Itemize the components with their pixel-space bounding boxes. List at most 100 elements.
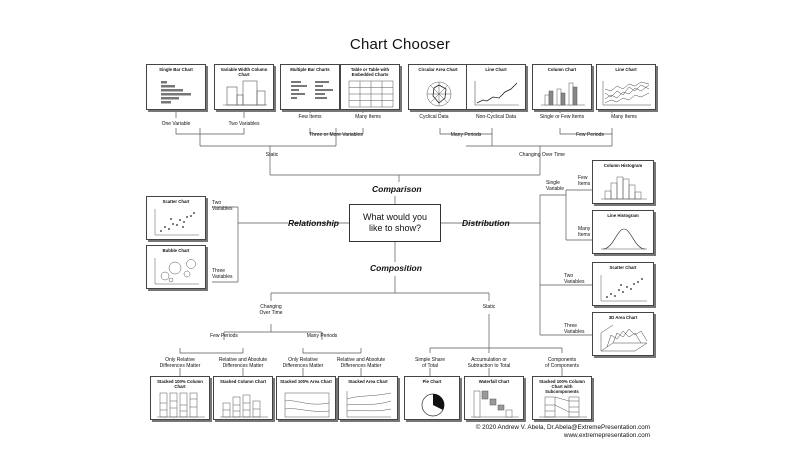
card-multiple-bar-charts: Multiple Bar Charts — [280, 64, 340, 110]
label-static-composition: Static — [482, 304, 496, 310]
card-title: Line Chart — [615, 67, 637, 72]
label-single-variable: Single Variable — [546, 180, 564, 192]
card-title: Stacked Column Chart — [219, 379, 267, 384]
pie-thumbnail — [421, 393, 445, 417]
card-title: Bubble Chart — [162, 248, 190, 253]
card-stacked-area-chart: Stacked Area Chart — [338, 376, 398, 420]
single-bar-thumbnail — [161, 81, 191, 104]
category-composition: Composition — [370, 263, 422, 273]
card-scatter-chart-relationship: Scatter Chart — [146, 196, 206, 240]
card-waterfall-chart: Waterfall Chart — [464, 376, 524, 420]
label-few-items: Few Items — [298, 114, 322, 120]
card-scatter-chart-distribution: Scatter Chart — [592, 262, 654, 306]
column-histogram-thumbnail — [601, 176, 647, 200]
card-pie-chart: Pie Chart — [404, 376, 460, 420]
label-three-variables-distribution: Three Variables — [564, 323, 585, 335]
card-title: Scatter Chart — [609, 265, 637, 270]
waterfall-thumbnail — [471, 390, 519, 418]
card-title: Line Chart — [485, 67, 507, 72]
label-cyclical-data: Cyclical Data — [419, 114, 449, 120]
card-stacked-100-column-subcomponents: Stacked 100% Column Chart with Subcompon… — [532, 376, 592, 420]
card-title: Stacked 100% Column Chart — [157, 379, 203, 389]
label-relative-absolute-2: Relative and Absolute Differences Matter — [336, 357, 386, 369]
card-line-histogram: Line Histogram — [592, 210, 654, 254]
label-changing-over-time: Changing Over Time — [519, 152, 565, 158]
label-changing-over-time-composition: Changing Over Time — [259, 304, 283, 316]
card-circular-area-chart: Circular Area Chart — [408, 64, 468, 110]
category-distribution: Distribution — [462, 218, 510, 228]
line-chart-thumbnail — [474, 81, 519, 106]
3d-area-thumbnail — [600, 324, 648, 352]
label-relationship-three-variables: Three Variables — [212, 268, 233, 280]
label-relative-absolute-1: Relative and Absolute Differences Matter — [218, 357, 268, 369]
label-components: Components of Components — [545, 357, 579, 369]
label-only-relative-2: Only Relative Differences Matter — [282, 357, 324, 369]
label-relationship-two-variables: Two Variables — [212, 200, 233, 212]
table-thumbnail — [348, 80, 394, 108]
column-chart-thumbnail — [541, 82, 585, 106]
card-title: Waterfall Chart — [478, 379, 510, 384]
multi-line-chart-thumbnail — [602, 81, 651, 106]
stacked-100-area-thumbnail — [284, 392, 330, 418]
label-one-variable: One Variable — [161, 121, 191, 127]
card-column-chart: Column Chart — [532, 64, 592, 110]
card-title: Variable Width Column Chart — [220, 67, 268, 77]
label-few-items-distribution: Few Items — [578, 175, 591, 187]
card-column-histogram: Column Histogram — [592, 160, 654, 204]
stacked-100-column-thumbnail — [157, 392, 205, 418]
card-table-embedded-charts: Table or Table with Embedded Charts — [340, 64, 400, 110]
stacked-100-sub-thumbnail — [539, 396, 587, 418]
card-stacked-100-column-chart: Stacked 100% Column Chart — [150, 376, 210, 420]
line-histogram-thumbnail — [601, 228, 647, 250]
card-line-chart-2: Line Chart — [596, 64, 656, 110]
label-static: Static — [265, 152, 279, 158]
card-title: Single Bar Chart — [159, 67, 193, 72]
copyright-notice: © 2020 Andrew V. Abela, Dr.Abela@Extreme… — [475, 424, 650, 439]
bubble-thumbnail — [154, 258, 199, 285]
label-few-periods-composition: Few Periods — [210, 333, 238, 339]
card-line-chart-1: Line Chart — [466, 64, 526, 110]
card-bubble-chart: Bubble Chart — [146, 245, 206, 289]
label-non-cyclical-data: Non-Cyclical Data — [475, 114, 517, 120]
card-title: Column Histogram — [603, 163, 643, 168]
category-relationship: Relationship — [288, 218, 340, 228]
card-title: Circular Area Chart — [418, 67, 458, 72]
card-single-bar-chart: Single Bar Chart — [146, 64, 206, 110]
scatter-distribution-thumbnail — [600, 275, 647, 302]
label-only-relative-1: Only Relative Differences Matter — [159, 357, 201, 369]
card-title: Scatter Chart — [162, 199, 190, 204]
label-many-periods-composition: Many Periods — [306, 333, 338, 339]
card-title: Multiple Bar Charts — [290, 67, 330, 72]
label-many-items-2: Many Items — [611, 114, 637, 120]
circular-area-thumbnail — [426, 81, 452, 107]
page-title: Chart Chooser — [349, 36, 451, 53]
label-two-variables: Two Variables — [228, 121, 260, 127]
label-many-periods: Many Periods — [450, 132, 482, 138]
card-title: Table or Table with Embedded Charts — [350, 67, 390, 77]
card-title: Stacked Area Chart — [348, 379, 388, 384]
variable-width-thumbnail — [223, 80, 267, 106]
card-title: Stacked 100% Column Chart with Subcompon… — [539, 379, 585, 394]
card-title: Stacked 100% Area Chart — [280, 379, 332, 384]
card-stacked-column-chart: Stacked Column Chart — [213, 376, 273, 420]
card-title: Column Chart — [547, 67, 577, 72]
card-title: 3D Area Chart — [608, 315, 638, 320]
stacked-column-thumbnail — [220, 394, 268, 418]
label-single-or-few-items: Single or Few Items — [539, 114, 585, 120]
label-many-items-distribution: Many Items — [578, 226, 591, 238]
center-question: What would you like to show? — [349, 204, 441, 242]
category-comparison: Comparison — [372, 184, 422, 194]
card-3d-area-chart: 3D Area Chart — [592, 312, 654, 356]
card-stacked-100-area-chart: Stacked 100% Area Chart — [276, 376, 336, 420]
label-few-periods: Few Periods — [576, 132, 604, 138]
label-two-variables-distribution: Two Variables — [564, 273, 585, 285]
stacked-area-thumbnail — [346, 391, 392, 418]
multiple-bar-thumbnail — [291, 81, 333, 99]
label-many-items: Many Items — [355, 114, 381, 120]
scatter-thumbnail — [154, 209, 199, 236]
card-variable-width-column-chart: Variable Width Column Chart — [214, 64, 274, 110]
card-title: Line Histogram — [607, 213, 639, 218]
card-title: Pie Chart — [422, 379, 442, 384]
label-three-or-more-variables: Three or More Variables — [309, 132, 363, 138]
